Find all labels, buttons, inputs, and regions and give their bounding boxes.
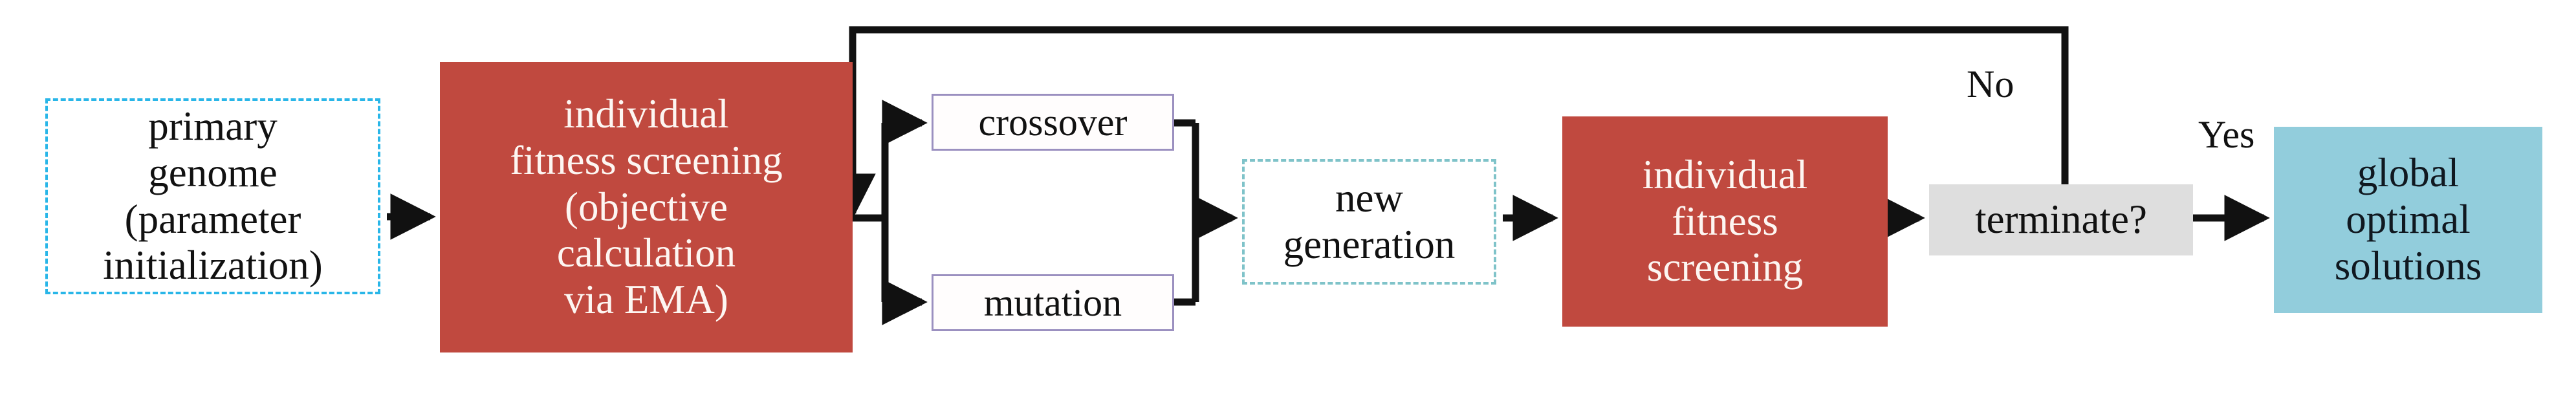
node-crossover[interactable]: crossover	[932, 94, 1174, 151]
node-global-optimal-solutions[interactable]: global optimal solutions	[2274, 127, 2542, 313]
node-terminate-decision[interactable]: terminate?	[1929, 184, 2193, 255]
node-individual-fitness-screening-ema[interactable]: individual fitness screening (objective …	[440, 62, 853, 352]
edge-label-yes: Yes	[2198, 113, 2255, 156]
node-new-generation[interactable]: new generation	[1242, 159, 1496, 285]
edge-label-no: No	[1967, 63, 2014, 105]
node-primary-genome[interactable]: primary genome (parameter initialization…	[45, 98, 380, 294]
node-individual-fitness-screening[interactable]: individual fitness screening	[1562, 116, 1888, 327]
node-mutation[interactable]: mutation	[932, 274, 1174, 331]
